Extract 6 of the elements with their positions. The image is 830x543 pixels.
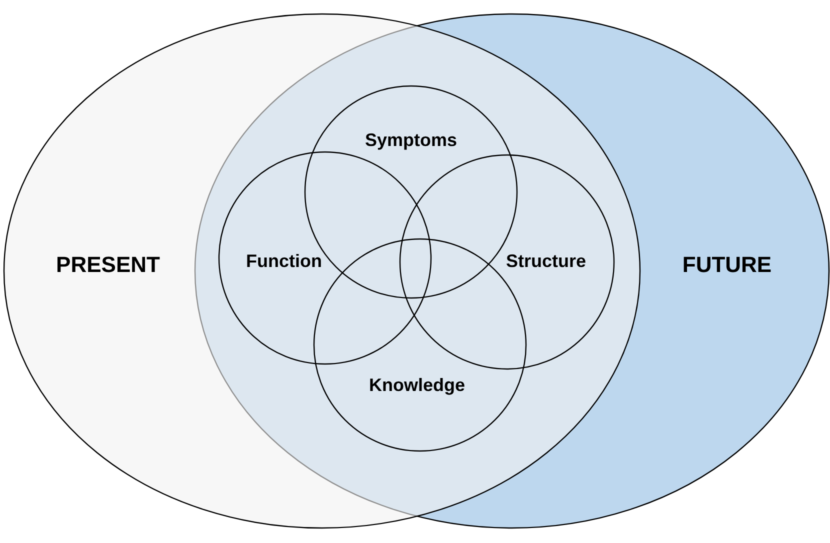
circle-label: Symptoms — [364, 131, 458, 149]
circle-label: Structure — [506, 252, 586, 270]
region-label: FUTURE — [682, 254, 772, 276]
circle-label: Function — [246, 252, 322, 270]
circle-label: Knowledge — [369, 376, 465, 394]
region-label: PRESENT — [56, 254, 160, 276]
